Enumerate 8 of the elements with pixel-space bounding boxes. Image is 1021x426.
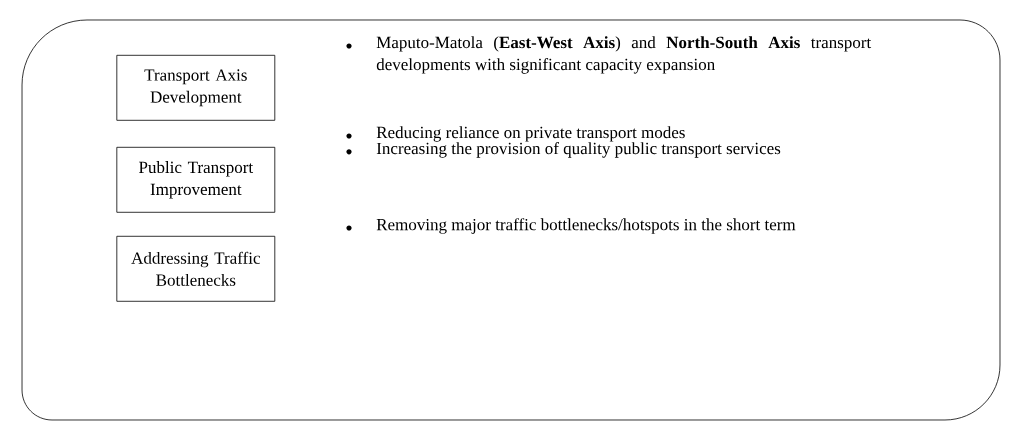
process-box: Public Transport Improvement: [116, 146, 276, 213]
bullet-text: Increasing the provision of quality public transport services: [376, 142, 781, 158]
frame-outline: [21, 19, 1001, 421]
bullet-text: Maputo-Matola (East-West Axis) and North-South Axis transport developments with significant capacity expansion: [376, 36, 872, 74]
process-box: Addressing Traffic Bottlenecks: [116, 235, 276, 302]
bullet-text: Removing major traffic bottlenecks/hotspots in the short term: [376, 218, 796, 234]
bullet-text: Reducing reliance on private transport modes: [376, 126, 685, 142]
process-box: Transport Axis Development: [116, 54, 276, 121]
